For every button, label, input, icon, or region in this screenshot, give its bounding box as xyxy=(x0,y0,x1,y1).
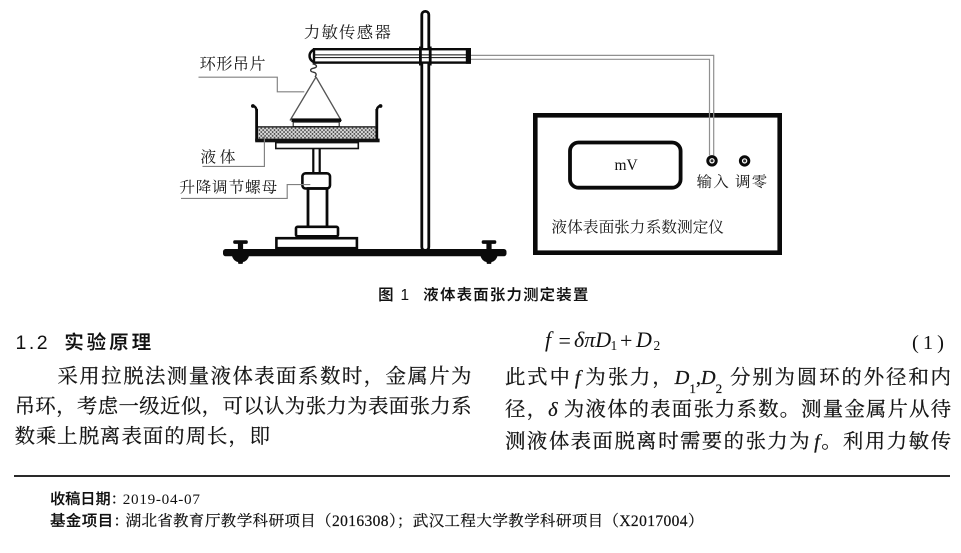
svg-text:液体表面张力系数测定仪: 液体表面张力系数测定仪 xyxy=(552,216,725,238)
svg-text:输入: 输入 xyxy=(697,170,730,192)
svg-text:液体: 液体 xyxy=(201,145,240,168)
svg-text:调零: 调零 xyxy=(735,170,768,192)
svg-text:升降调节螺母: 升降调节螺母 xyxy=(179,175,278,197)
svg-text:力敏传感器: 力敏传感器 xyxy=(304,19,392,43)
svg-text:环形吊片: 环形吊片 xyxy=(200,51,266,75)
svg-text:mV: mV xyxy=(615,157,639,174)
